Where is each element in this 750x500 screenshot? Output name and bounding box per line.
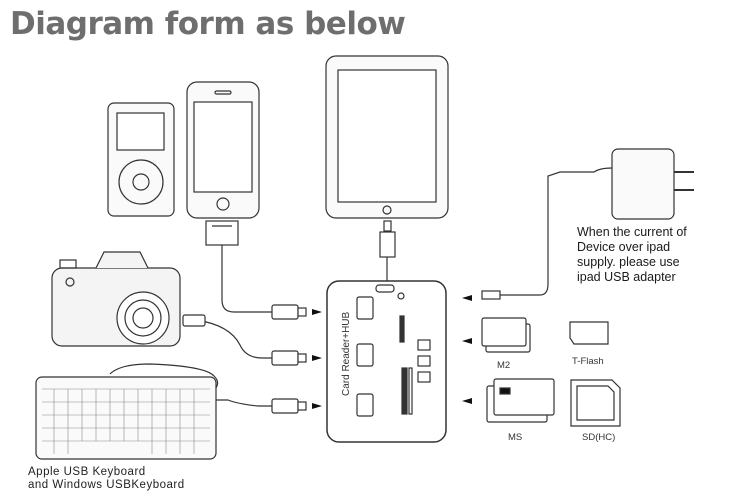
card-label-tflash: T-Flash [572, 356, 604, 367]
page-title: Diagram form as below [10, 6, 406, 42]
camera-icon [51, 251, 181, 347]
hub-label: Card Reader+HUB [341, 311, 352, 396]
power-adapter-icon [481, 148, 694, 300]
card-label-sdhc: SD(HC) [582, 432, 616, 443]
arrows-in [312, 309, 322, 409]
ipod-icon [107, 102, 175, 217]
card-label-ms: MS [508, 432, 523, 443]
card-reader-hub [326, 280, 447, 443]
keyboard-label: Apple USB Keyboard and Windows USBKeyboa… [28, 466, 185, 491]
dock-connector [205, 220, 239, 258]
ipad-icon [325, 55, 449, 219]
lightning-connector [379, 220, 396, 282]
power-adapter-note: When the current of Device over ipad sup… [577, 225, 687, 284]
cables [109, 258, 272, 407]
iphone-icon [186, 81, 260, 219]
keyboard-icon [35, 376, 217, 460]
usb-plug-icon [182, 304, 307, 414]
arrows-out [462, 295, 472, 404]
card-label-m2: M2 [497, 360, 511, 371]
memory-card-icon [481, 317, 621, 427]
